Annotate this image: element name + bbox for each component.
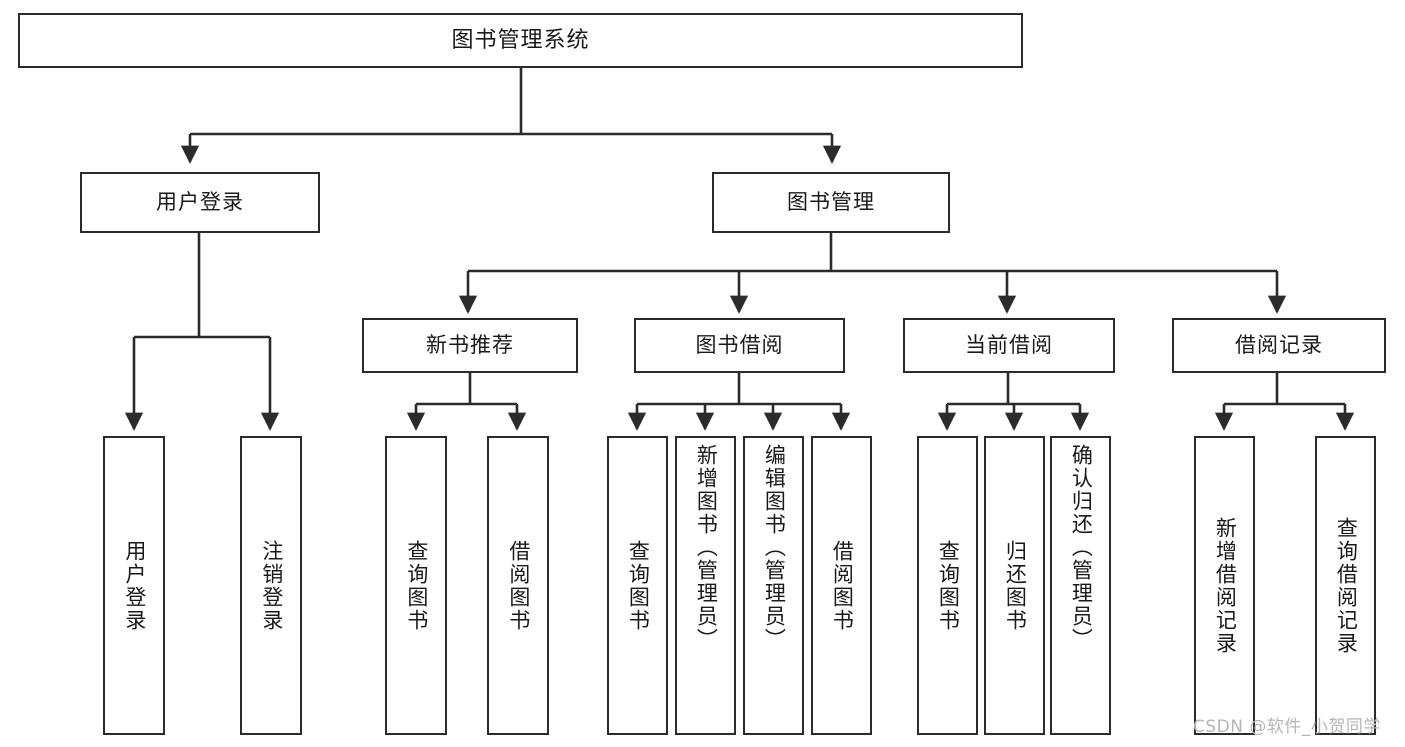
leaf-query-book-current[interactable]: 查询图书 [917, 436, 978, 735]
leaf-add-book-admin[interactable]: 新增图书（管理员） [675, 436, 736, 735]
leaf-confirm-return-admin[interactable]: 确认归还（管理员） [1050, 436, 1111, 735]
node-label: 借阅图书 [506, 539, 531, 632]
node-borrow-record[interactable]: 借阅记录 [1172, 318, 1386, 373]
node-label: 图书管理系统 [451, 27, 590, 53]
node-new-book-recommend[interactable]: 新书推荐 [362, 318, 578, 373]
leaf-query-book-borrow[interactable]: 查询图书 [607, 436, 668, 735]
leaf-borrow-book-recommend[interactable]: 借阅图书 [487, 436, 549, 735]
node-label: 新增借阅记录 [1213, 516, 1238, 655]
node-label: 借阅记录 [1235, 333, 1323, 358]
node-label: 查询图书 [626, 539, 651, 632]
leaf-add-borrow-record[interactable]: 新增借阅记录 [1194, 436, 1255, 735]
node-label: 新增图书（管理员） [694, 444, 719, 651]
node-label: 查询图书 [936, 539, 961, 632]
node-user-login[interactable]: 用户登录 [80, 172, 320, 233]
node-label: 注销登录 [259, 539, 284, 632]
leaf-user-logout[interactable]: 注销登录 [240, 436, 302, 735]
node-current-borrow[interactable]: 当前借阅 [903, 318, 1115, 373]
node-label: 确认归还（管理员） [1069, 444, 1094, 651]
node-label: 图书借阅 [695, 333, 784, 358]
leaf-borrow-book[interactable]: 借阅图书 [811, 436, 872, 735]
node-label: 用户登录 [122, 539, 147, 632]
leaf-user-login[interactable]: 用户登录 [103, 436, 165, 735]
node-label: 图书管理 [787, 190, 875, 215]
node-book-borrow[interactable]: 图书借阅 [634, 318, 845, 373]
node-label: 用户登录 [156, 190, 244, 215]
leaf-edit-book-admin[interactable]: 编辑图书（管理员） [743, 436, 804, 735]
node-root-system[interactable]: 图书管理系统 [18, 13, 1023, 68]
node-book-management[interactable]: 图书管理 [712, 172, 950, 233]
node-label: 借阅图书 [830, 539, 855, 632]
node-label: 新书推荐 [426, 333, 514, 358]
leaf-return-book[interactable]: 归还图书 [984, 436, 1045, 735]
leaf-query-book-recommend[interactable]: 查询图书 [385, 436, 447, 735]
watermark: CSDN @软件_小贺同学 [1193, 717, 1381, 737]
node-label: 查询图书 [404, 539, 429, 632]
node-label: 查询借阅记录 [1334, 516, 1359, 655]
node-label: 编辑图书（管理员） [762, 444, 787, 651]
node-label: 归还图书 [1003, 539, 1028, 632]
node-label: 当前借阅 [965, 333, 1053, 358]
leaf-query-borrow-record[interactable]: 查询借阅记录 [1315, 436, 1376, 735]
